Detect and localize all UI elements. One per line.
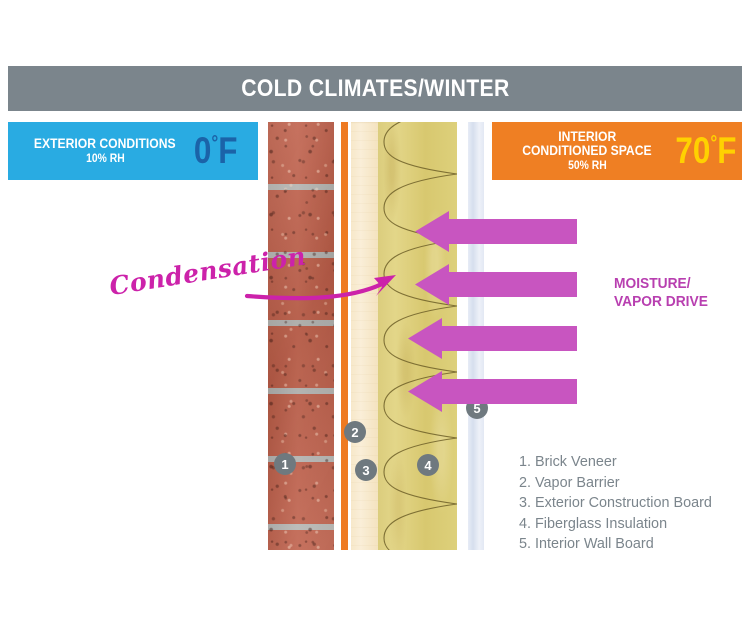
legend-item-3: 3. Exterior Construction Board <box>519 494 712 512</box>
layer-brick-veneer <box>268 122 334 550</box>
legend-item-4: 4. Fiberglass Insulation <box>519 514 668 532</box>
interior-temperature: 70°F <box>675 130 737 172</box>
exterior-temp-unit: F <box>218 130 238 172</box>
wall-assembly-cross-section <box>268 122 484 550</box>
page-title: COLD CLIMATES/WINTER <box>240 74 510 102</box>
interior-temp-value: 70 <box>675 130 711 172</box>
legend-item-2: 2. Vapor Barrier <box>519 473 620 491</box>
interior-degree-symbol: ° <box>710 133 718 156</box>
legend-item-1: 1. Brick Veneer <box>519 453 617 470</box>
fiberglass-coil-pattern <box>383 122 457 550</box>
interior-conditions-text: INTERIOR CONDITIONED SPACE 50% RH <box>506 128 668 173</box>
interior-label-line2: CONDITIONED SPACE <box>522 142 652 158</box>
layer-vapor-barrier <box>341 122 348 550</box>
exterior-conditions-text: EXTERIOR CONDITIONS 10% RH <box>22 135 188 166</box>
exterior-temp-value: 0 <box>193 130 212 172</box>
exterior-degree-symbol: ° <box>211 133 219 156</box>
badge-layer-5: 5 <box>466 397 488 419</box>
badge-layer-4: 4 <box>417 454 439 476</box>
moisture-drive-line1: MOISTURE/ <box>614 276 691 292</box>
interior-label-line1: INTERIOR <box>558 128 617 144</box>
interior-temp-unit: F <box>717 130 737 172</box>
exterior-temperature: 0°F <box>193 130 238 172</box>
layer-interior-wall-board <box>468 122 484 550</box>
legend-item-5: 5. Interior Wall Board <box>519 535 654 553</box>
badge-layer-2: 2 <box>344 421 366 443</box>
badge-layer-3: 3 <box>355 459 377 481</box>
interior-conditions-banner: INTERIOR CONDITIONED SPACE 50% RH 70°F <box>492 122 742 180</box>
badge-layer-1: 1 <box>274 453 296 475</box>
layer-fiberglass-insulation <box>378 122 457 550</box>
exterior-label: EXTERIOR CONDITIONS <box>34 135 176 151</box>
exterior-conditions-banner: EXTERIOR CONDITIONS 10% RH 0°F <box>8 122 258 180</box>
board-texture <box>351 122 378 550</box>
moisture-vapor-drive-label: MOISTURE/ VAPOR DRIVE <box>614 275 738 311</box>
interior-humidity: 50% RH <box>567 160 607 173</box>
moisture-drive-line2: VAPOR DRIVE <box>614 294 708 311</box>
header-bar: COLD CLIMATES/WINTER <box>8 66 742 111</box>
layer-legend: 1. Brick Veneer 2. Vapor Barrier 3. Exte… <box>519 452 720 555</box>
layer-exterior-construction-board <box>351 122 378 550</box>
exterior-humidity: 10% RH <box>85 153 125 166</box>
brick-shading <box>268 122 334 550</box>
brick-texture <box>268 122 334 550</box>
